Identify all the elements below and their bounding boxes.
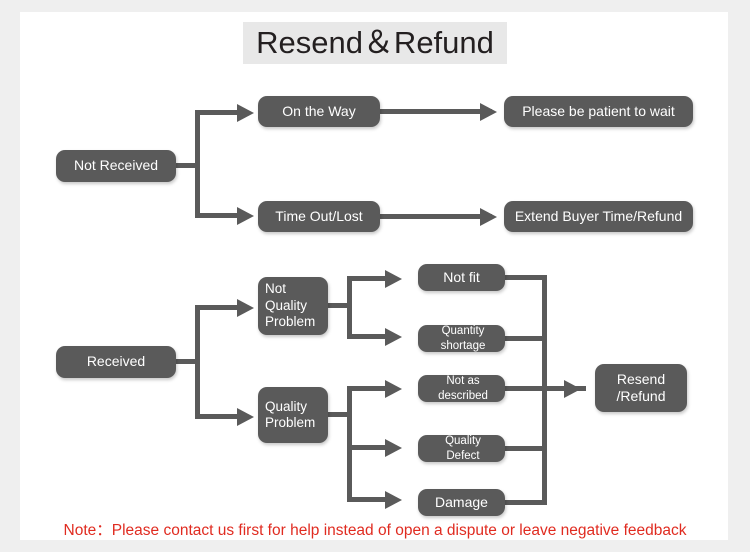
node-not-as-described[interactable]: Not as described (418, 375, 505, 402)
arrow-on-the-way-to-wait (480, 102, 497, 121)
arrow-to-on-the-way (237, 103, 254, 122)
connector-not-quality-stub (328, 303, 350, 308)
connector-quantity-shortage-to-bus (505, 336, 547, 341)
arrow-to-quality (237, 407, 254, 426)
connector-received-bracket (195, 305, 200, 419)
arrow-to-not-quality (237, 298, 254, 317)
node-extend-buyer-time[interactable]: Extend Buyer Time/Refund (504, 201, 693, 232)
node-not-fit[interactable]: Not fit (418, 264, 505, 291)
node-quantity-shortage[interactable]: Quantity shortage (418, 325, 505, 352)
node-resend-refund-label: Resend /Refund (616, 370, 666, 404)
connector-to-on-the-way (195, 110, 245, 115)
connector-to-not-fit (347, 276, 393, 281)
node-received[interactable]: Received (56, 346, 176, 378)
connector-to-not-quality (195, 305, 245, 310)
connector-to-not-as-described (347, 386, 393, 391)
arrow-to-damage (385, 490, 402, 509)
node-quality-defect[interactable]: Quality Defect (418, 435, 505, 462)
connector-not-received-stub (176, 163, 200, 168)
connector-not-as-described-to-bus (505, 386, 547, 391)
node-quality-problem[interactable]: Quality Problem (258, 387, 328, 443)
arrow-to-resend-refund (564, 379, 581, 398)
connector-to-quantity-shortage (347, 334, 393, 339)
connector-on-the-way-to-wait (380, 109, 492, 114)
node-not-quality-problem-label: Not Quality Problem (265, 281, 316, 330)
connector-quality-stub (328, 412, 350, 417)
connector-to-quality-defect (347, 445, 393, 450)
connector-received-stub (176, 359, 200, 364)
node-not-quality-problem[interactable]: Not Quality Problem (258, 277, 328, 335)
connector-to-damage (347, 497, 393, 502)
node-resend-refund[interactable]: Resend /Refund (595, 364, 687, 412)
node-quality-problem-label: Quality Problem (265, 398, 316, 430)
arrow-to-quality-defect (385, 438, 402, 457)
connector-quality-defect-to-bus (505, 446, 547, 451)
connector-not-received-bracket (195, 110, 200, 218)
note-text: Note：Please contact us first for help in… (63, 522, 687, 539)
node-damage[interactable]: Damage (418, 489, 505, 516)
node-on-the-way[interactable]: On the Way (258, 96, 380, 127)
connector-time-out-to-extend (380, 214, 492, 219)
connector-not-quality-bracket (347, 276, 352, 339)
connector-quality-bracket (347, 386, 352, 502)
arrow-to-time-out (237, 206, 254, 225)
arrow-to-quantity-shortage (385, 327, 402, 346)
node-please-be-patient[interactable]: Please be patient to wait (504, 96, 693, 127)
arrow-to-not-fit (385, 269, 402, 288)
node-time-out-lost[interactable]: Time Out/Lost (258, 201, 380, 232)
connector-not-fit-to-bus (505, 275, 547, 280)
node-not-received[interactable]: Not Received (56, 150, 176, 182)
arrow-time-out-to-extend (480, 207, 497, 226)
connector-to-time-out (195, 213, 245, 218)
arrow-to-not-as-described (385, 379, 402, 398)
connector-to-quality (195, 414, 245, 419)
page-title: Resend＆Refund (243, 22, 507, 64)
connector-damage-to-bus (505, 500, 547, 505)
